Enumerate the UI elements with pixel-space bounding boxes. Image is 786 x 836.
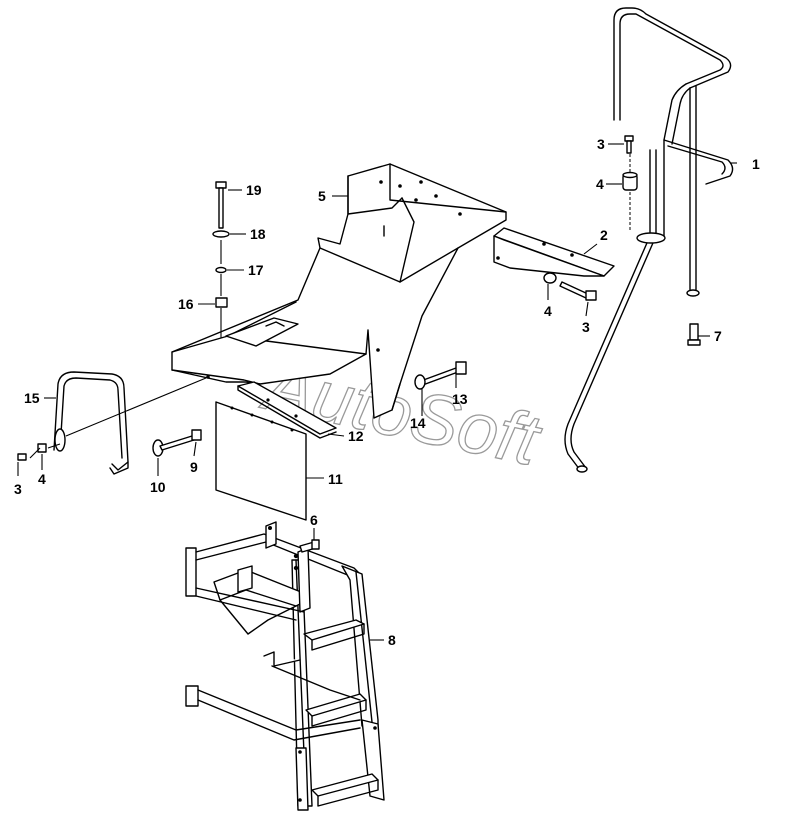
callout-3-upper: 3 (597, 136, 605, 152)
handle-part-15 (53, 371, 129, 475)
callout-3-left: 3 (14, 481, 22, 497)
nut-16 (215, 297, 228, 308)
lockwasher-17 (215, 266, 227, 274)
callout-4-left: 4 (38, 471, 46, 487)
strip-part-12 (237, 381, 337, 439)
callout-12: 12 (348, 428, 364, 444)
bolt-3-left (17, 453, 27, 461)
spacer-4-upper (622, 171, 638, 191)
bolt-7 (687, 323, 701, 346)
bolt-6 (299, 539, 320, 553)
callout-2: 2 (600, 227, 608, 243)
callout-3-bracket: 3 (582, 319, 590, 335)
washer-14 (414, 374, 426, 390)
handrail-part-1 (564, 7, 734, 473)
callout-6: 6 (310, 512, 318, 528)
callout-16: 16 (178, 296, 194, 312)
callout-14: 14 (410, 415, 426, 431)
callout-9: 9 (190, 459, 198, 475)
callout-11: 11 (328, 471, 343, 487)
callout-10: 10 (150, 479, 166, 495)
bolt-3-upper (624, 135, 634, 154)
callout-5: 5 (318, 188, 326, 204)
ladder-part-8 (185, 521, 385, 811)
washer-18 (212, 230, 230, 238)
callout-4-bracket: 4 (544, 303, 552, 319)
mudflap-part-11 (215, 401, 307, 521)
bolt-3-bracket (559, 281, 597, 301)
callout-18: 18 (250, 226, 266, 242)
callout-8: 8 (388, 632, 396, 648)
callout-19: 19 (246, 182, 262, 198)
callout-17: 17 (248, 262, 264, 278)
nut-4-left (37, 443, 47, 453)
bracket-part-2 (493, 227, 615, 277)
frame-part-5 (171, 163, 507, 419)
callout-4-upper: 4 (596, 176, 604, 192)
bolt-19 (215, 181, 227, 229)
callout-15: 15 (24, 390, 40, 406)
callout-1: 1 (752, 156, 760, 172)
callout-7: 7 (714, 328, 722, 344)
bolt-9 (159, 429, 202, 451)
nut-4-bracket (543, 272, 557, 284)
callout-13: 13 (452, 391, 468, 407)
